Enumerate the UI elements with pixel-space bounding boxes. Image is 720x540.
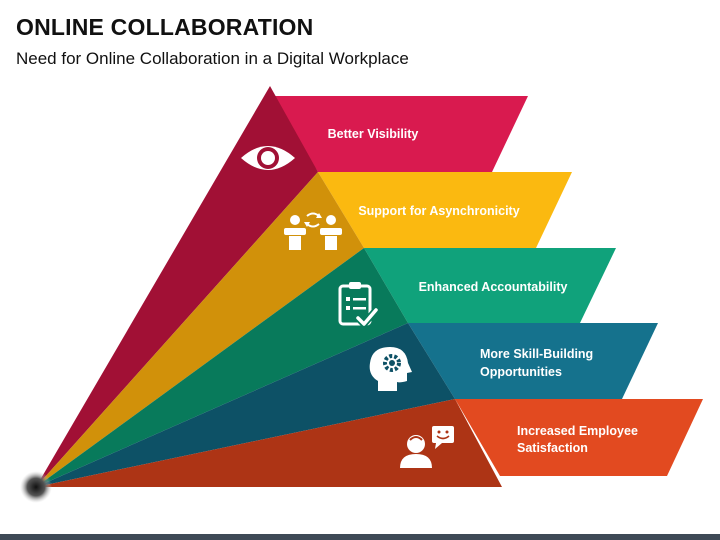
band-banner-5: [455, 399, 703, 476]
pyramid-section-4: [36, 323, 455, 487]
clipboard-check-icon: [338, 282, 379, 330]
band-banner-2: [318, 172, 572, 248]
page-subtitle: Need for Online Collaboration in a Digit…: [16, 49, 409, 68]
band-banner-1: [270, 96, 528, 172]
pyramid-section-2: [36, 172, 364, 487]
band-banner-4: [408, 323, 658, 399]
user-chat-icon: [400, 426, 454, 468]
band-banner-3: [364, 248, 616, 323]
pyramid-section-3: [36, 248, 408, 487]
pyramid-section-5: [36, 399, 502, 487]
apex-point: [20, 471, 52, 503]
pyramid-section-1: [36, 86, 318, 487]
meeting-icon: [284, 212, 342, 250]
band-label-2: Support for Asynchronicity: [358, 204, 519, 218]
band-label-4: More Skill-Building Opportunities: [480, 347, 597, 379]
band-label-3: Enhanced Accountability: [419, 280, 568, 294]
band-label-5: Increased Employee Satisfaction: [517, 424, 641, 455]
eye-icon: [241, 146, 295, 170]
footer-bar: [0, 534, 720, 540]
page-title: ONLINE COLLABORATION: [16, 14, 314, 40]
band-label-1: Better Visibility: [328, 127, 419, 141]
head-gear-icon: [369, 347, 412, 391]
